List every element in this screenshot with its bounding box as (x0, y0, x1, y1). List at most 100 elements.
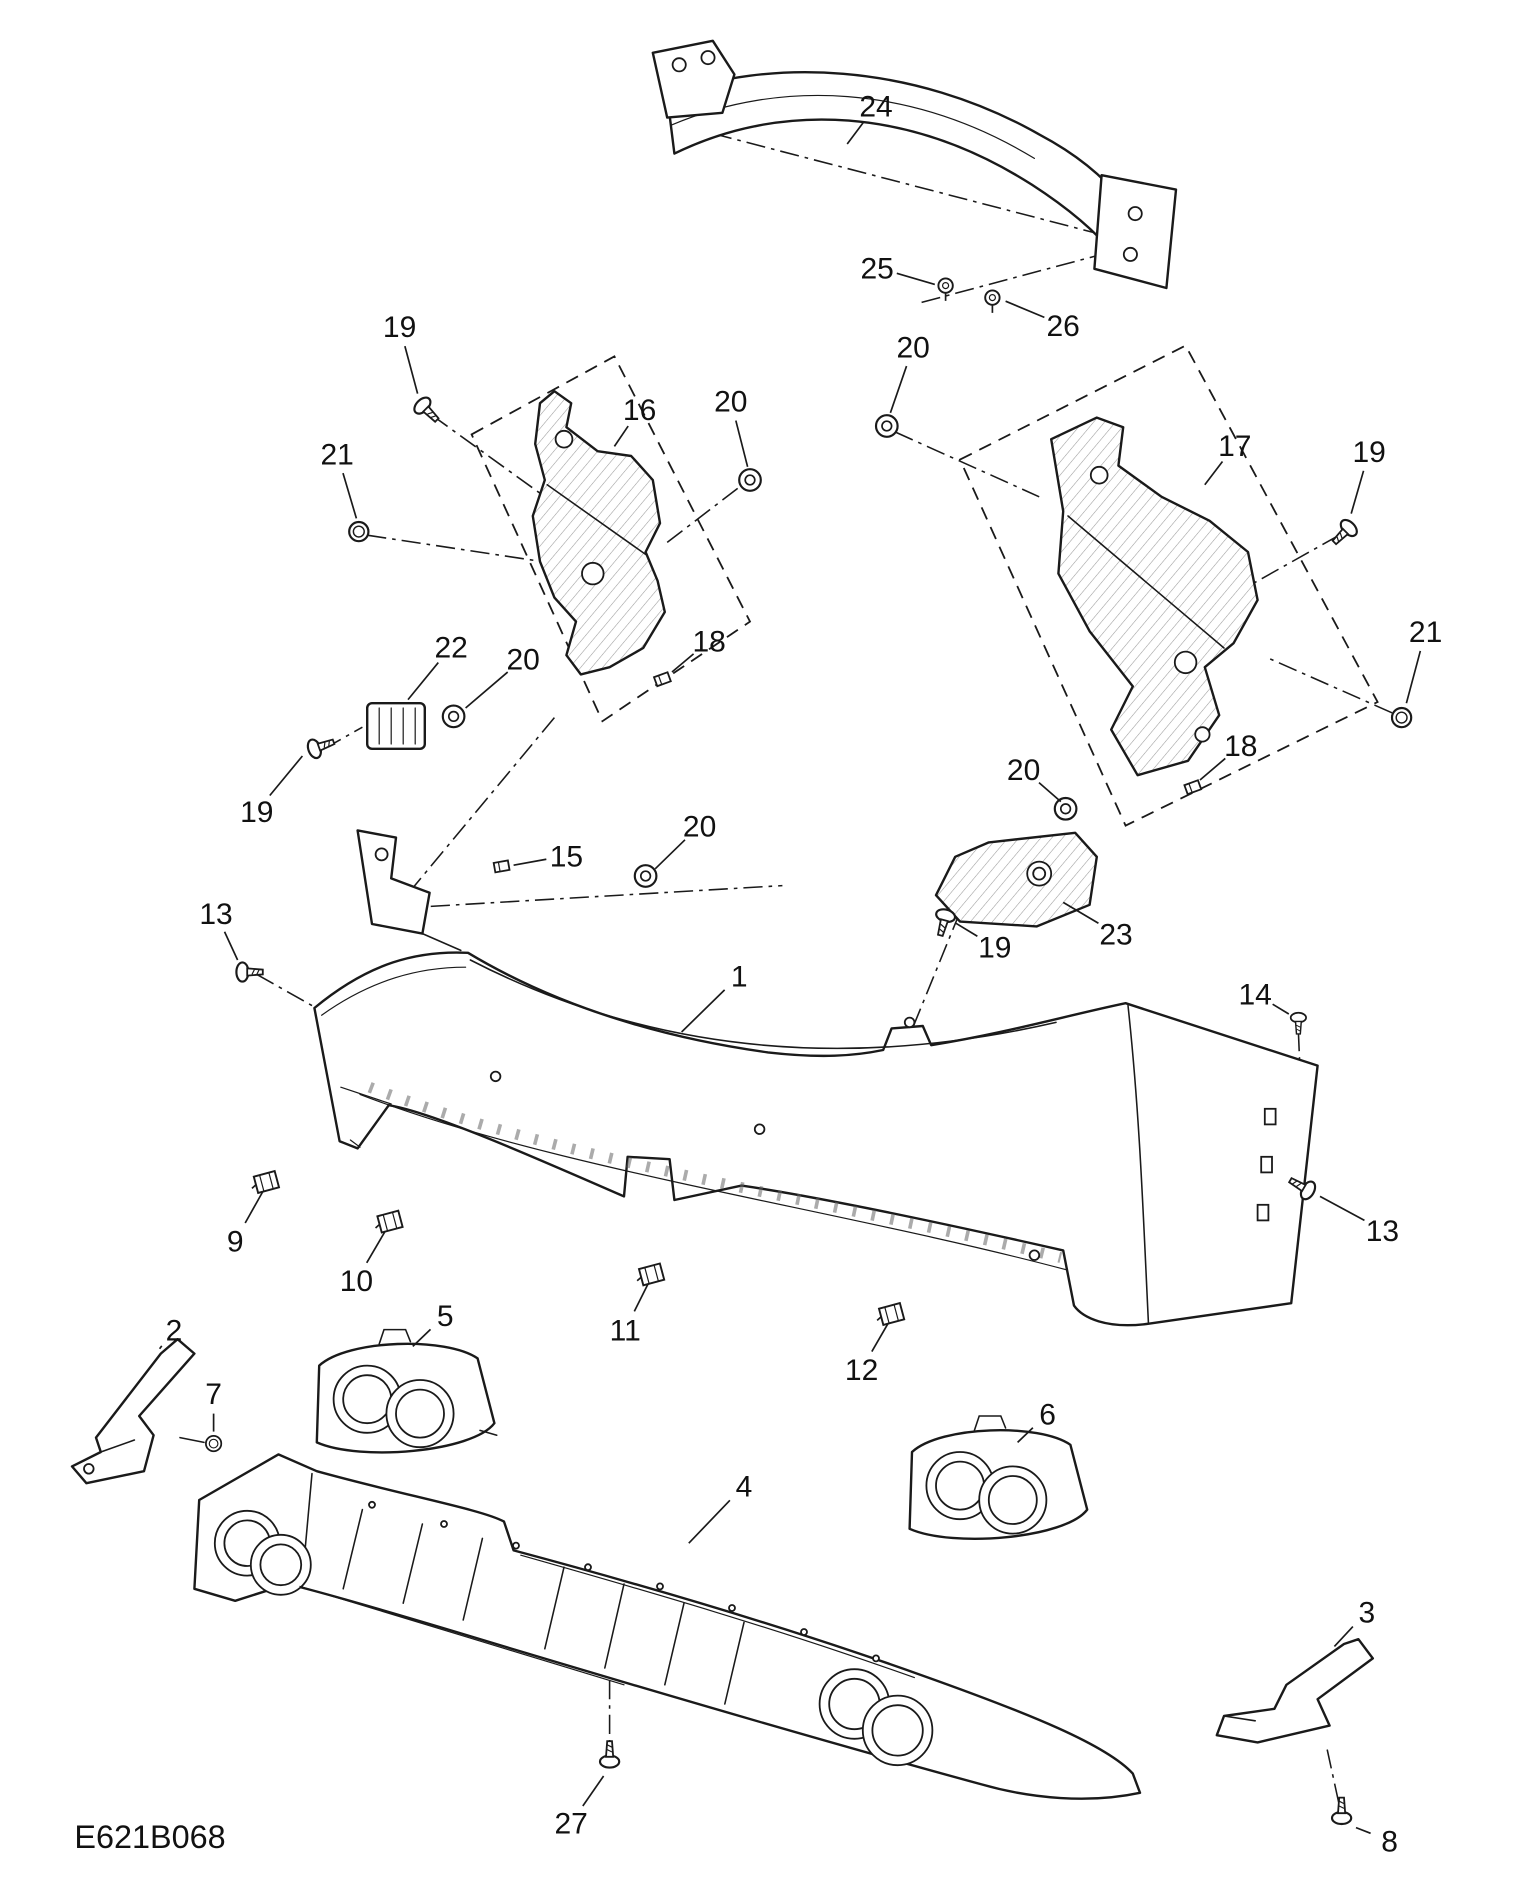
callout-24: 24 (846, 90, 893, 145)
bracket-left-envelope (470, 355, 752, 723)
clip-9 (248, 1170, 280, 1196)
callout-label: 19 (240, 796, 273, 829)
callout-label: 24 (859, 90, 892, 123)
screw-19-upper-right (1326, 515, 1361, 551)
callout-label: 2 (166, 1314, 183, 1347)
callout-16: 16 (613, 394, 656, 447)
screw-19-bracket23 (929, 906, 958, 939)
callout-label: 18 (693, 626, 726, 659)
callout-6: 6 (1017, 1398, 1056, 1444)
part-23-lower-bracket (934, 831, 1098, 928)
callout-label: 14 (1239, 978, 1272, 1011)
callout-3: 3 (1333, 1596, 1375, 1647)
callout-label: 13 (1366, 1215, 1399, 1248)
callout-10: 10 (340, 1230, 386, 1298)
callout-label: 11 (610, 1314, 641, 1347)
callout-12: 12 (845, 1323, 889, 1387)
callout-label: 25 (861, 252, 894, 285)
callout-20: 20 (1007, 754, 1062, 803)
clip-12 (873, 1302, 906, 1328)
clip-10 (371, 1209, 404, 1235)
callout-20: 20 (654, 810, 716, 870)
callout-9: 9 (227, 1191, 264, 1259)
callout-13: 13 (199, 898, 239, 961)
callout-7: 7 (205, 1378, 222, 1432)
callout-label: 20 (683, 810, 716, 843)
callout-label: 19 (978, 932, 1011, 965)
part-1-bumper-cover (313, 829, 1319, 1327)
callout-label: 21 (1409, 616, 1442, 649)
part-17-side-bracket-right (1050, 416, 1259, 777)
grommet-20-left-a (738, 468, 762, 492)
bracket-right-envelope (958, 344, 1379, 827)
callout-label: 18 (1224, 730, 1257, 763)
callout-label: 20 (714, 386, 747, 419)
bolt-25 (931, 274, 960, 302)
callout-label: 1 (731, 960, 748, 993)
callout-22: 22 (407, 632, 468, 701)
callout-label: 3 (1358, 1596, 1375, 1629)
callout-25: 25 (861, 252, 936, 285)
callout-label: 16 (623, 394, 656, 427)
callout-label: 19 (1353, 436, 1386, 469)
grommet-20-mid-right (1053, 796, 1078, 821)
callout-20: 20 (714, 386, 749, 468)
callout-19: 19 (1350, 436, 1386, 514)
callout-label: 20 (507, 644, 540, 677)
callout-11: 11 (610, 1283, 649, 1347)
callout-label: 4 (736, 1470, 753, 1503)
callout-label: 17 (1218, 430, 1251, 463)
callout-label: 12 (845, 1354, 878, 1387)
callout-label: 5 (437, 1300, 454, 1333)
callout-label: 8 (1381, 1826, 1398, 1859)
grommet-20-mid-left (441, 704, 466, 729)
callout-label: 22 (435, 632, 468, 665)
screw-19-mid-left (304, 731, 338, 761)
callout-2: 2 (158, 1314, 183, 1350)
callout-13: 13 (1319, 1195, 1399, 1248)
callout-14: 14 (1239, 978, 1290, 1015)
nut-21-right (1390, 706, 1413, 729)
callout-1: 1 (681, 960, 748, 1033)
nut-21-left (348, 520, 370, 543)
part-4-diffuser (193, 1453, 1142, 1800)
callout-label: 6 (1039, 1398, 1056, 1431)
callout-21: 21 (1405, 616, 1442, 704)
callout-26: 26 (1005, 300, 1080, 343)
clip-15 (492, 859, 511, 874)
callout-15: 15 (513, 840, 583, 873)
part-6-exhaust-bezel-right (908, 1415, 1089, 1540)
nut-7 (205, 1435, 223, 1453)
callout-label: 20 (1007, 754, 1040, 787)
screw-19-upper-left (410, 393, 445, 428)
callout-27: 27 (555, 1775, 605, 1841)
screw-13-left (235, 961, 264, 983)
grommet-20-center (633, 864, 658, 888)
callout-label: 7 (205, 1378, 222, 1411)
part-16-side-bracket-left (531, 390, 666, 676)
callout-label: 23 (1099, 918, 1132, 951)
part-22-spacer (366, 702, 426, 750)
callout-label: 19 (383, 311, 416, 344)
callout-17: 17 (1204, 430, 1251, 486)
callout-18: 18 (1199, 730, 1257, 781)
callout-4: 4 (688, 1470, 753, 1544)
callout-21: 21 (321, 438, 358, 519)
bolt-26 (978, 286, 1007, 314)
screw-27 (598, 1740, 621, 1769)
callout-label: 21 (321, 438, 354, 471)
callout-8: 8 (1355, 1826, 1398, 1859)
callout-label: 20 (897, 332, 930, 365)
callout-label: 26 (1047, 310, 1080, 343)
grommet-20-right-a (874, 414, 899, 438)
part-3-side-finisher-right (1215, 1638, 1374, 1744)
callout-label: 15 (550, 840, 583, 873)
callout-20: 20 (465, 644, 540, 709)
callout-18: 18 (671, 626, 726, 673)
callout-label: 13 (199, 898, 232, 931)
construction-lines (256, 124, 1393, 1805)
clip-11 (633, 1262, 666, 1288)
